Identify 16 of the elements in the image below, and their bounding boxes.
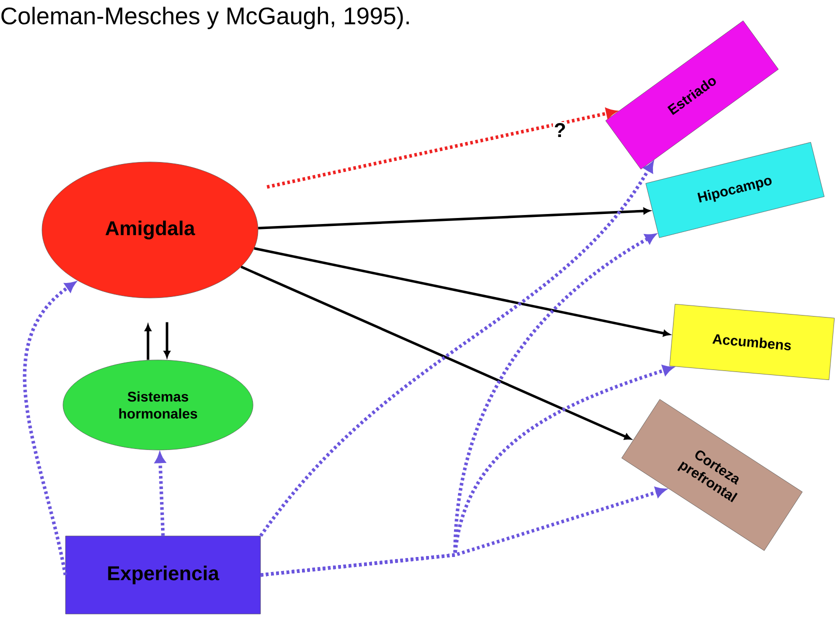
arrow — [258, 208, 650, 230]
arrow — [23, 282, 76, 576]
edge-label: ? — [552, 122, 568, 138]
arrow — [240, 266, 632, 440]
arrow — [144, 324, 152, 360]
arrow — [266, 108, 616, 189]
oval-node: Sistemas hormonales — [62, 360, 254, 450]
process-box: Accumbens — [669, 304, 835, 380]
arrow — [155, 452, 166, 536]
caption-text: Coleman-Mesches y McGaugh, 1995). — [1, 6, 409, 30]
arrow — [254, 247, 670, 336]
process-box: Experiencia — [65, 536, 261, 614]
oval-node: Amigdala — [42, 162, 258, 298]
arrow — [259, 162, 654, 537]
arrow — [260, 487, 666, 577]
arrow — [164, 322, 170, 358]
